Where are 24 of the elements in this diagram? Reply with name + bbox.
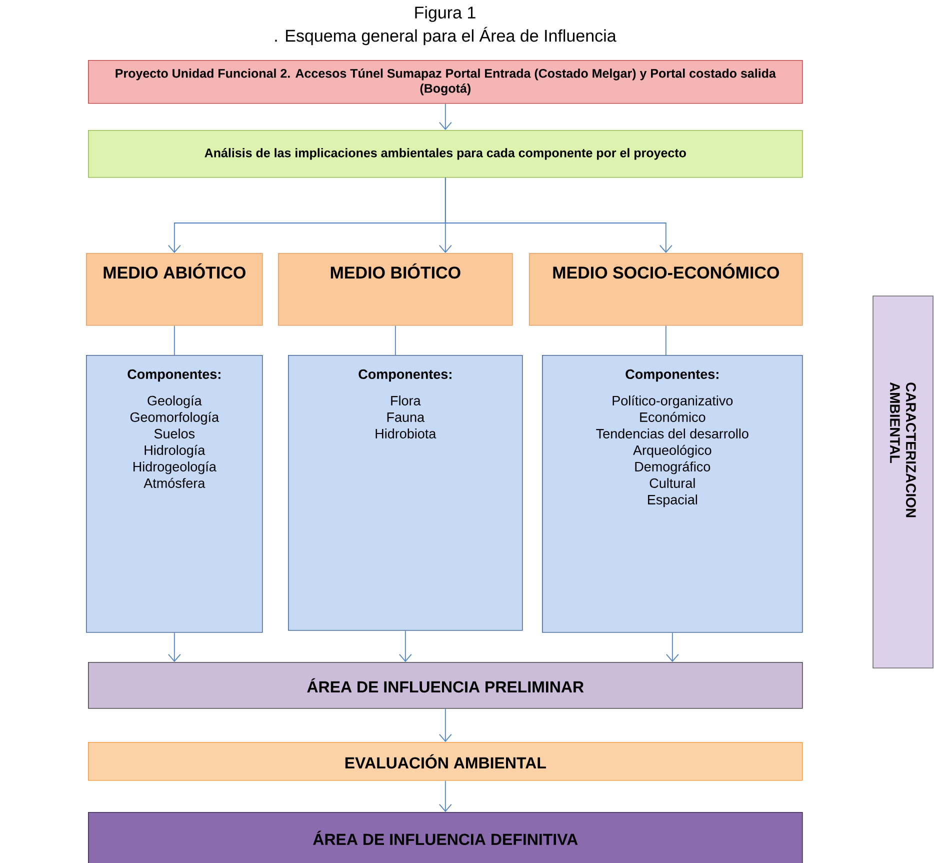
components-box: Componentes: Flora Fauna Hidrobiota [288,355,523,631]
arrow [444,177,672,253]
connector-line [174,325,175,356]
category-box: MEDIO SOCIO-ECONÓMICO [529,253,803,326]
arrow [438,103,452,130]
stage-band: ÁREA DE INFLUENCIA PRELIMINAR [88,662,803,709]
components-box: Componentes: Geología Geomorfología Suelos Hidrología Hidrogeología Atmósfera [86,355,263,633]
connector-line [394,325,396,356]
components-box: Componentes: Político-organizativo Económico Tendencias del desarrollo Arqueológico Demográfico Cultural Espacial [542,355,803,633]
figure-caption: . Esquema general para el Área de Influencia [275,26,616,46]
category-box: MEDIO BIÓTICO [278,253,513,326]
arrow [398,630,412,662]
stage-band: EVALUACIÓN AMBIENTAL [88,742,803,781]
stage-band: ÁREA DE INFLUENCIA DEFINITIVA [88,812,803,863]
arrow [666,632,679,662]
arrow [168,632,181,662]
figure-title: Figura 1 [415,6,476,22]
arrow [438,708,452,742]
category-box: MEDIO ABIÓTICO [86,253,263,326]
connector-line [665,325,666,356]
arrow [438,780,452,812]
analysis-box: Análisis de las implicaciones ambientales para cada componente por el proyecto [88,130,803,178]
side-box: CARACTERIZACION AMBIENTAL [872,296,934,668]
project-box: Proyecto Unidad Funcional 2. Accesos Túnel Sumapaz Portal Entrada (Costado Melgar) y Portal costado salida (Bogotá) [88,60,803,104]
